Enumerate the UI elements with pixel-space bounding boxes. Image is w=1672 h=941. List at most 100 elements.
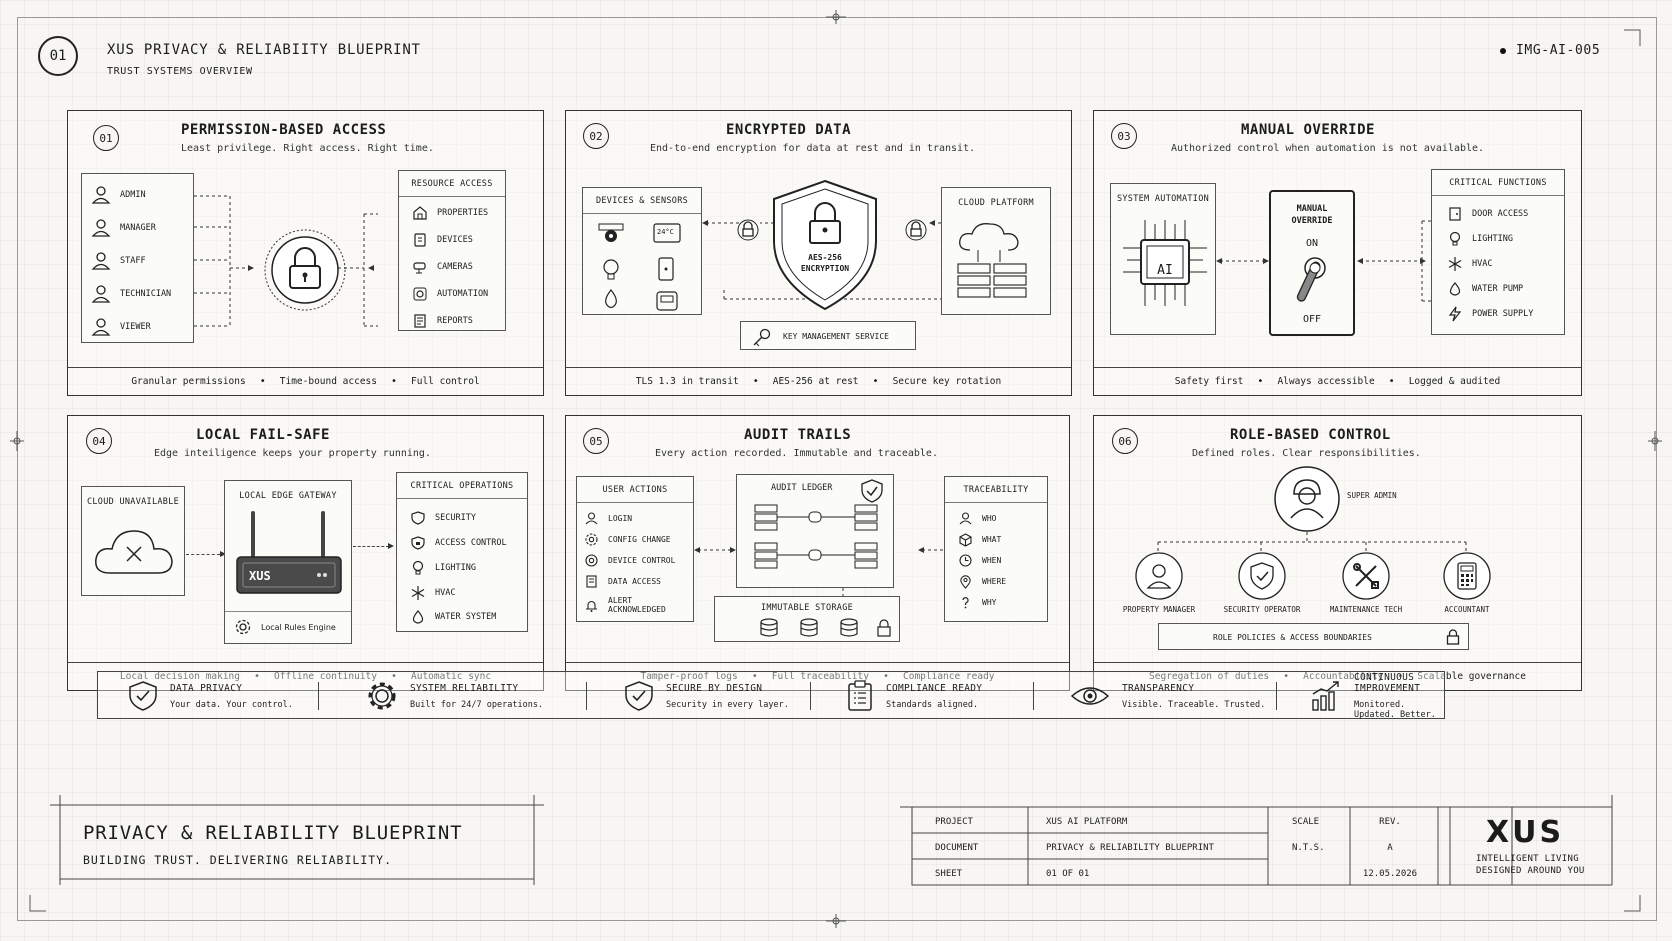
lock-icon — [1446, 629, 1460, 645]
panel-encrypted-data: 02 ENCRYPTED DATA End-to-end encryption … — [565, 110, 1072, 396]
trace-who: WHO — [959, 512, 996, 525]
panel-manual-override: 03 MANUAL OVERRIDE Authorized control wh… — [1093, 110, 1582, 396]
trace-label: WHEN — [982, 556, 1002, 565]
brand-tagline-1: INTELLIGENT LIVING — [1476, 854, 1579, 864]
resource-cameras: CAMERAS — [413, 260, 473, 274]
eye-icon — [1070, 687, 1110, 705]
bell-icon — [586, 600, 597, 612]
foot-item: Compliance ready — [903, 671, 995, 682]
op-lighting: LIGHTING — [411, 560, 476, 575]
func-power-supply: POWER SUPPLY — [1448, 306, 1533, 322]
separator-dot: • — [1283, 671, 1290, 682]
op-label: LIGHTING — [435, 563, 476, 573]
chart-icon — [1312, 681, 1339, 711]
maintenance-tools-icon — [1342, 552, 1390, 600]
clock-icon — [959, 554, 972, 567]
panel-num-text: 06 — [1118, 434, 1132, 448]
panel-number: 02 — [583, 123, 609, 149]
lock-icon — [264, 229, 346, 311]
user-icon — [91, 285, 111, 303]
value-sub: Monitored. Updated. Better. — [1354, 700, 1436, 720]
user-icon — [585, 512, 598, 525]
shield-label: AES-256 — [808, 253, 842, 262]
user-icon — [91, 219, 111, 237]
drop-icon — [412, 610, 424, 624]
kms-label: KEY MANAGEMENT SERVICE — [783, 332, 889, 341]
func-lighting: LIGHTING — [1448, 231, 1513, 246]
override-label: MANUAL — [1296, 204, 1328, 214]
gear-icon — [368, 682, 396, 710]
func-label: DOOR ACCESS — [1472, 209, 1529, 219]
cloud-server-icon — [957, 223, 1027, 298]
value-title: TRANSPARENCY — [1122, 682, 1195, 694]
resource-label: CAMERAS — [437, 262, 473, 272]
panel-num-text: 03 — [1117, 129, 1131, 143]
foot-item: Granular permissions — [131, 376, 246, 387]
ledger-blocks-icon — [754, 504, 878, 569]
func-label: WATER PUMP — [1472, 284, 1524, 294]
trace-when: WHEN — [959, 554, 1001, 567]
user-icon — [959, 512, 972, 525]
foot-item: Full control — [411, 376, 480, 387]
hierarchy-connectors — [1157, 532, 1467, 554]
panel-number: 01 — [93, 125, 119, 151]
op-label: WATER SYSTEM — [435, 612, 497, 622]
brand-tagline-2: DESIGNED AROUND YOU — [1476, 866, 1585, 876]
box-title: RESOURCE ACCESS — [399, 171, 505, 197]
foot-item: Always accessible — [1277, 376, 1375, 387]
bulb-icon — [603, 259, 619, 280]
shield-check-icon — [861, 479, 883, 503]
camera-icon — [598, 223, 624, 242]
door-sensor-icon — [658, 257, 674, 281]
snowflake-icon — [411, 586, 425, 600]
box-title: IMMUTABLE STORAGE — [760, 603, 854, 613]
meter-icon — [656, 291, 678, 311]
router-brand: XUS — [249, 569, 271, 583]
brand-logo: XUS — [1486, 815, 1565, 850]
role-label: MAINTENANCE TECH — [1329, 605, 1403, 614]
system-automation-box: SYSTEM AUTOMATION AI — [1110, 183, 1216, 335]
tb-document-value: PRIVACY & RELIABILITY BLUEPRINT — [1046, 843, 1214, 853]
separator-dot: • — [254, 671, 261, 682]
action-login: LOGIN — [585, 512, 632, 525]
tb-date-value: 12.05.2026 — [1362, 869, 1418, 879]
box-title: AUDIT LEDGER — [771, 483, 833, 493]
tb-project-value: XUS AI PLATFORM — [1046, 817, 1128, 827]
page-subtitle: TRUST SYSTEMS OVERVIEW — [107, 66, 253, 77]
value-title: CONTINUOUS IMPROVEMENT — [1354, 672, 1421, 694]
panel-subtitle: Every action recorded. Immutable and tra… — [655, 448, 938, 459]
func-label: LIGHTING — [1472, 234, 1513, 244]
toggle-lever-icon — [1296, 257, 1326, 302]
panel-footer: TLS 1.3 in transit• AES-256 at rest• Sec… — [566, 367, 1071, 395]
manual-override-switch[interactable]: MANUAL OVERRIDE ON OFF — [1269, 190, 1355, 336]
panel-footer: Local decision making• Offline continuit… — [68, 662, 543, 690]
panel-subtitle: End-to-end encryption for data at rest a… — [650, 143, 976, 154]
automation-icon — [413, 287, 427, 301]
traceability-box: TRACEABILITY WHO WHAT WHEN WHERE WHY — [944, 476, 1048, 622]
panel-local-failsafe: 04 LOCAL FAIL-SAFE Edge inteiligence kee… — [67, 415, 544, 691]
cloud-platform-box: CLOUD PLATFORM — [941, 187, 1051, 315]
box-title: TRACEABILITY — [945, 477, 1047, 503]
ai-label: AI — [1157, 263, 1173, 278]
separator-dot: • — [390, 671, 398, 682]
panel-permission-access: 01 PERMISSION-BASED ACCESS Least privile… — [67, 110, 544, 396]
panel-num-text: 05 — [589, 434, 603, 448]
box-title: DEVICES & SENSORS — [583, 188, 701, 214]
foot-item: Local decision making — [119, 671, 240, 682]
trace-label: WHY — [982, 598, 997, 607]
bolt-icon — [1448, 306, 1462, 322]
role-admin: ADMIN — [91, 186, 146, 204]
title-block-grid — [900, 795, 1613, 886]
separator-dot: • — [752, 376, 759, 387]
role-label: SECURITY OPERATOR — [1223, 605, 1301, 614]
resource-devices: DEVICES — [413, 233, 473, 247]
edge-gateway-box: LOCAL EDGE GATEWAY XUS Local Rules Engin… — [224, 480, 352, 644]
resource-label: AUTOMATION — [437, 289, 489, 299]
panel-subtitle: Edge inteiligence keeps your property ru… — [154, 448, 431, 459]
action-config-change: CONFIG CHANGE — [585, 533, 671, 546]
access-connectors — [194, 195, 378, 327]
op-label: HVAC — [435, 588, 456, 598]
resource-access-box: RESOURCE ACCESS PROPERTIES DEVICES CAMER… — [398, 170, 506, 331]
arrow-icon — [220, 551, 226, 557]
